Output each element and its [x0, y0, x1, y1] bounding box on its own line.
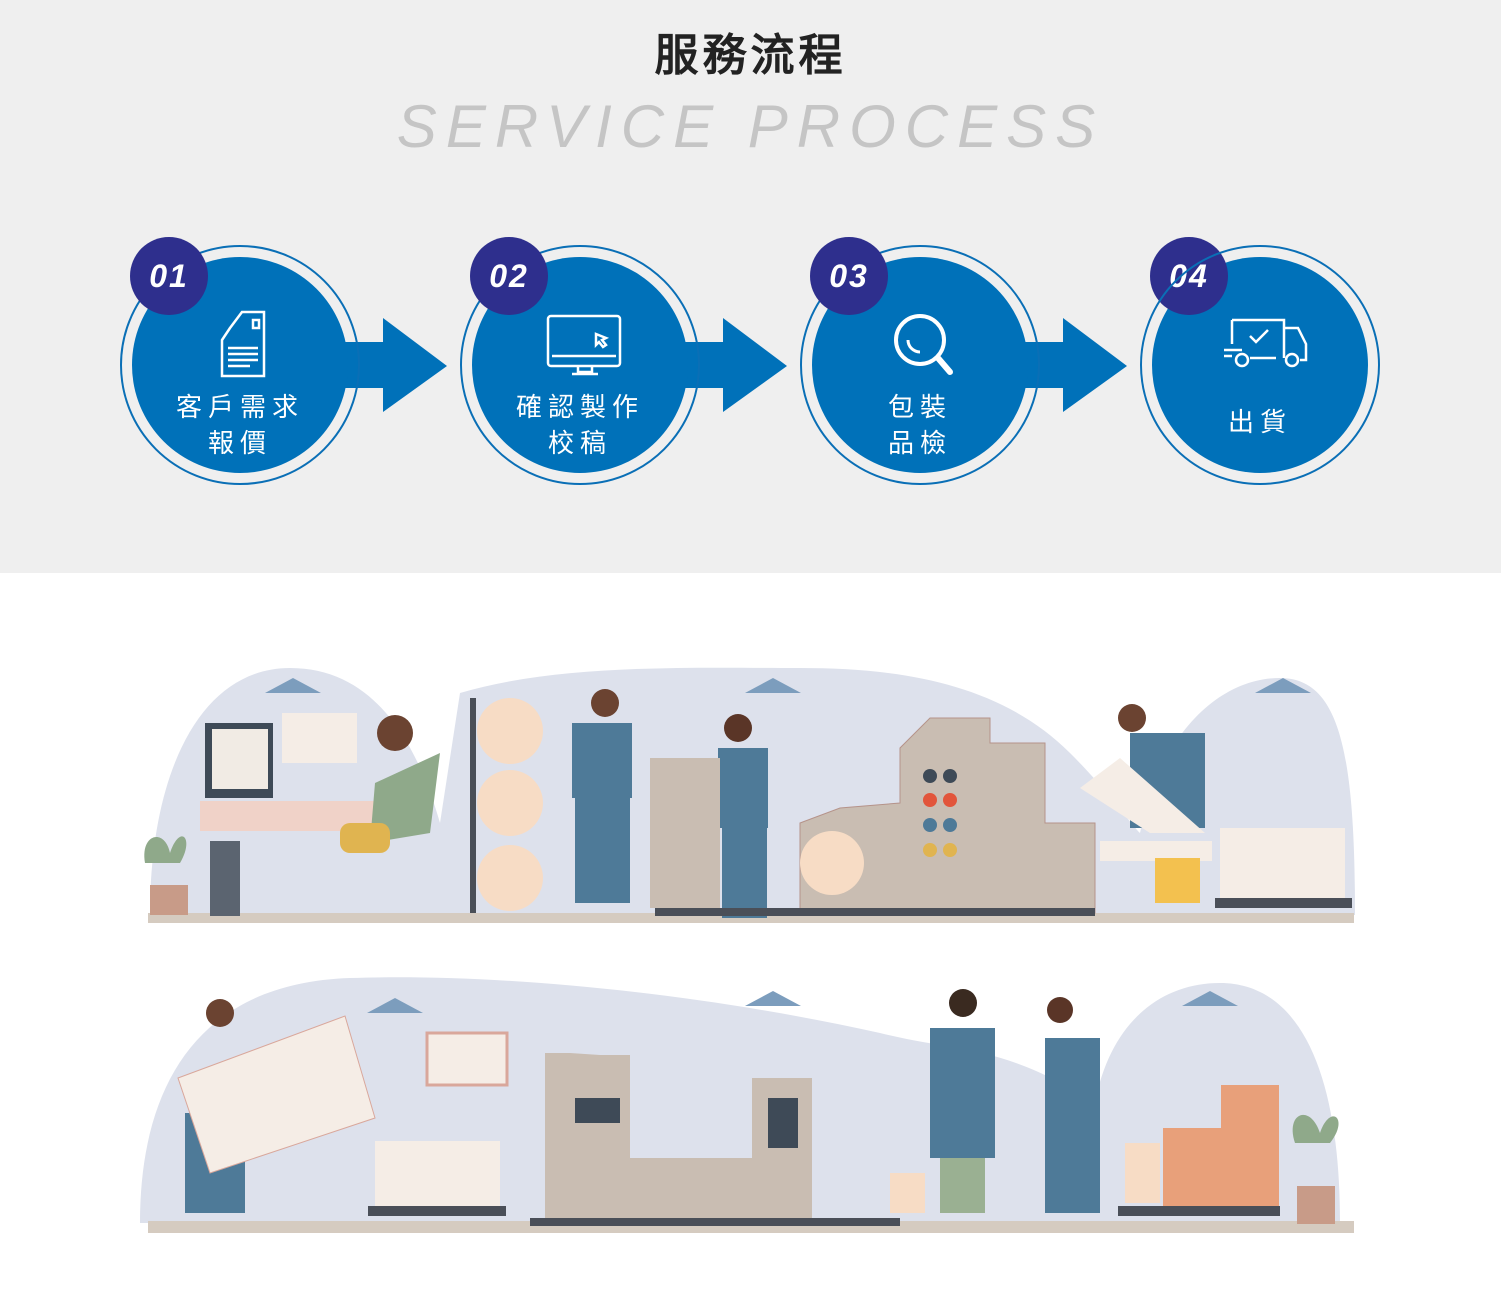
- step-label: 出貨: [1227, 408, 1292, 438]
- factory-scene-top: [144, 667, 1355, 923]
- arrow-right-icon: [340, 318, 447, 412]
- arrow-right-icon: [1020, 318, 1127, 412]
- step-number-badge: 02: [470, 237, 548, 315]
- arrow-right-icon: [680, 318, 787, 412]
- service-process-section: 服務流程 SERVICE PROCESS 01 客戶需求報價 02 確認製作校稿…: [0, 0, 1501, 573]
- truck-check-icon: [1224, 318, 1308, 368]
- step-ring: [460, 245, 700, 485]
- step-number-badge: 03: [810, 237, 888, 315]
- section-subtitle: SERVICE PROCESS: [396, 93, 1105, 160]
- step-label: 確認製作校稿: [515, 393, 644, 459]
- step-4: 04 出貨: [1140, 237, 1380, 485]
- factory-scene-bottom: [140, 977, 1354, 1233]
- document-icon: [220, 310, 266, 378]
- printing-factory-illustration: [140, 667, 1355, 1233]
- monitor-cursor-icon: [546, 314, 622, 376]
- step-ring: [1140, 245, 1380, 485]
- step-label: 包裝品檢: [887, 393, 952, 459]
- step-ring: [800, 245, 1040, 485]
- step-1: 01 客戶需求報價: [120, 237, 360, 485]
- step-label: 客戶需求報價: [175, 393, 304, 459]
- step-number-badge: 01: [130, 237, 208, 315]
- section-title: 服務流程: [654, 30, 847, 81]
- magnifier-icon: [894, 314, 953, 375]
- step-2: 02 確認製作校稿: [460, 237, 700, 485]
- step-3: 03 包裝品檢: [800, 237, 1040, 485]
- step-ring: [120, 245, 360, 485]
